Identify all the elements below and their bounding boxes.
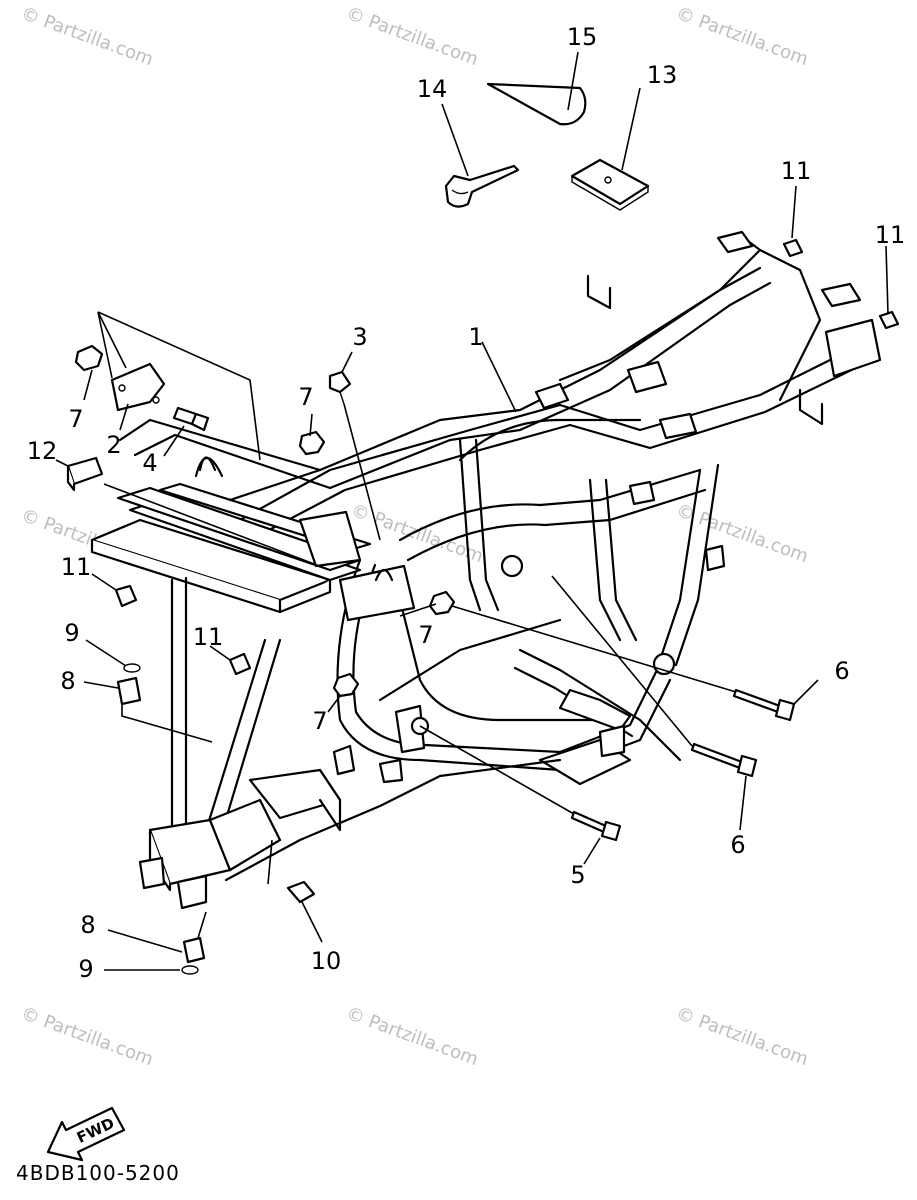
callout-2: 2 — [106, 431, 121, 459]
part-11-cap — [782, 238, 804, 258]
callout-7: 7 — [312, 707, 327, 735]
part-11-cap — [114, 584, 138, 608]
leader-lines — [55, 51, 889, 971]
callout-13: 13 — [647, 61, 678, 89]
part-9-washer — [181, 965, 199, 975]
part-11-cap — [228, 652, 252, 676]
callout-5: 5 — [570, 861, 585, 889]
part-3-bolt — [328, 370, 352, 405]
callout-9: 9 — [64, 619, 79, 647]
watermark-text: © Partzilla.com — [673, 3, 811, 70]
callout-9: 9 — [78, 955, 93, 983]
watermark-text: © Partzilla.com — [18, 1003, 156, 1070]
callout-11: 11 — [193, 623, 224, 651]
callout-7: 7 — [68, 405, 83, 433]
part-9-washer — [123, 663, 141, 673]
callout-1: 1 — [468, 323, 483, 351]
part-15-cover — [486, 82, 587, 126]
part-12-block — [66, 456, 104, 492]
part-11-cap — [878, 310, 900, 330]
part-14-band — [444, 164, 520, 208]
watermark-text: © Partzilla.com — [343, 3, 481, 70]
callout-12: 12 — [27, 437, 58, 465]
part-7-nut — [74, 344, 104, 372]
callout-7: 7 — [298, 383, 313, 411]
main-frame — [90, 230, 882, 910]
part-13-plate — [570, 158, 650, 211]
callout-11: 11 — [781, 157, 812, 185]
part-8-plug — [182, 936, 206, 964]
callout-8: 8 — [60, 667, 75, 695]
part-6-bolt — [732, 688, 796, 722]
callout-6: 6 — [834, 657, 849, 685]
part-7-nut — [298, 430, 326, 456]
diagram-code: 4BDB100-5200 — [16, 1161, 180, 1185]
callout-11: 11 — [61, 553, 92, 581]
part-2-bracket — [110, 362, 166, 412]
part-4-bolt — [172, 406, 210, 432]
part-6-bolt — [690, 742, 758, 778]
part-10-fitting — [286, 880, 316, 904]
watermark-text: © Partzilla.com — [673, 1003, 811, 1070]
part-5-bolt — [570, 810, 622, 842]
fwd-arrow-icon: FWD — [46, 1106, 126, 1162]
callout-15: 15 — [567, 23, 598, 51]
callout-14: 14 — [417, 75, 448, 103]
callout-6: 6 — [730, 831, 745, 859]
part-8-plug — [116, 676, 142, 706]
part-7-nut — [332, 672, 360, 698]
watermark-text: © Partzilla.com — [343, 1003, 481, 1070]
callout-8: 8 — [80, 911, 95, 939]
callout-labels: 15 13 14 11 11 1 3 7 7 2 4 12 11 9 11 8 … — [27, 23, 906, 983]
callout-4: 4 — [142, 449, 157, 477]
callout-11: 11 — [875, 221, 906, 249]
callout-7: 7 — [418, 621, 433, 649]
callout-10: 10 — [311, 947, 342, 975]
part-7-nut — [428, 590, 456, 616]
watermark-text: © Partzilla.com — [18, 3, 156, 70]
callout-3: 3 — [352, 323, 367, 351]
